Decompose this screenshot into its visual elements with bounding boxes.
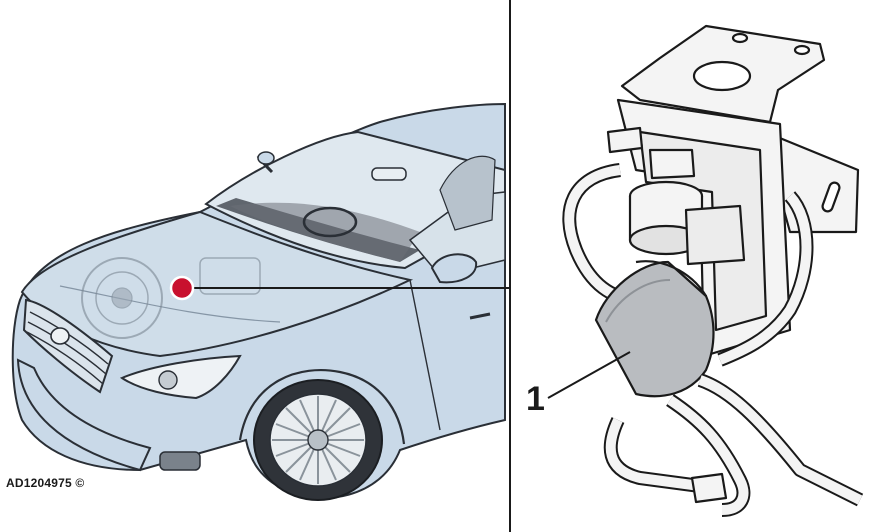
- side-mirror: [430, 253, 478, 284]
- stub-pipe-middle: [648, 148, 696, 180]
- component-detail-illustration: [547, 24, 864, 517]
- hose-bottom-loop-fill: [605, 417, 701, 491]
- wheel-arch: [238, 368, 406, 445]
- hose-end-cap: [690, 472, 728, 504]
- engine-xray: [81, 257, 261, 339]
- callout-label-1: 1: [526, 380, 545, 418]
- hose-lower-right-fill: [698, 375, 863, 505]
- seat: [439, 155, 496, 231]
- car-illustration: [11, 102, 510, 501]
- door-handle: [469, 312, 491, 320]
- hood-crease: [59, 285, 281, 323]
- wiper-cap: [257, 151, 275, 165]
- front-bumper: [16, 358, 152, 472]
- stub-pipe-upper: [606, 126, 644, 154]
- hose-lower-left-fill: [667, 395, 749, 515]
- bracket-hole-1: [731, 32, 749, 44]
- component-location-marker: [169, 275, 195, 301]
- solenoid-box: [684, 204, 746, 266]
- rear-view-mirror: [371, 167, 407, 181]
- bracket-cutout: [692, 60, 752, 92]
- fog-light: [159, 451, 201, 471]
- bracket-hole-2: [793, 44, 811, 56]
- headlight: [119, 354, 242, 400]
- steering-wheel: [302, 206, 358, 238]
- brand-badge: [50, 327, 70, 345]
- dashboard-shadow: [230, 202, 420, 262]
- headlight-lens: [158, 370, 178, 390]
- side-bracket-slot: [821, 181, 841, 213]
- door-line: [409, 279, 441, 431]
- callout-leader-line: [547, 351, 631, 399]
- front-wheel: [253, 379, 383, 501]
- figure-reference-code: AD1204975 ©: [6, 476, 85, 490]
- filter-band: [605, 279, 671, 323]
- hose-right-fill: [718, 192, 812, 365]
- filter-component: [594, 260, 715, 398]
